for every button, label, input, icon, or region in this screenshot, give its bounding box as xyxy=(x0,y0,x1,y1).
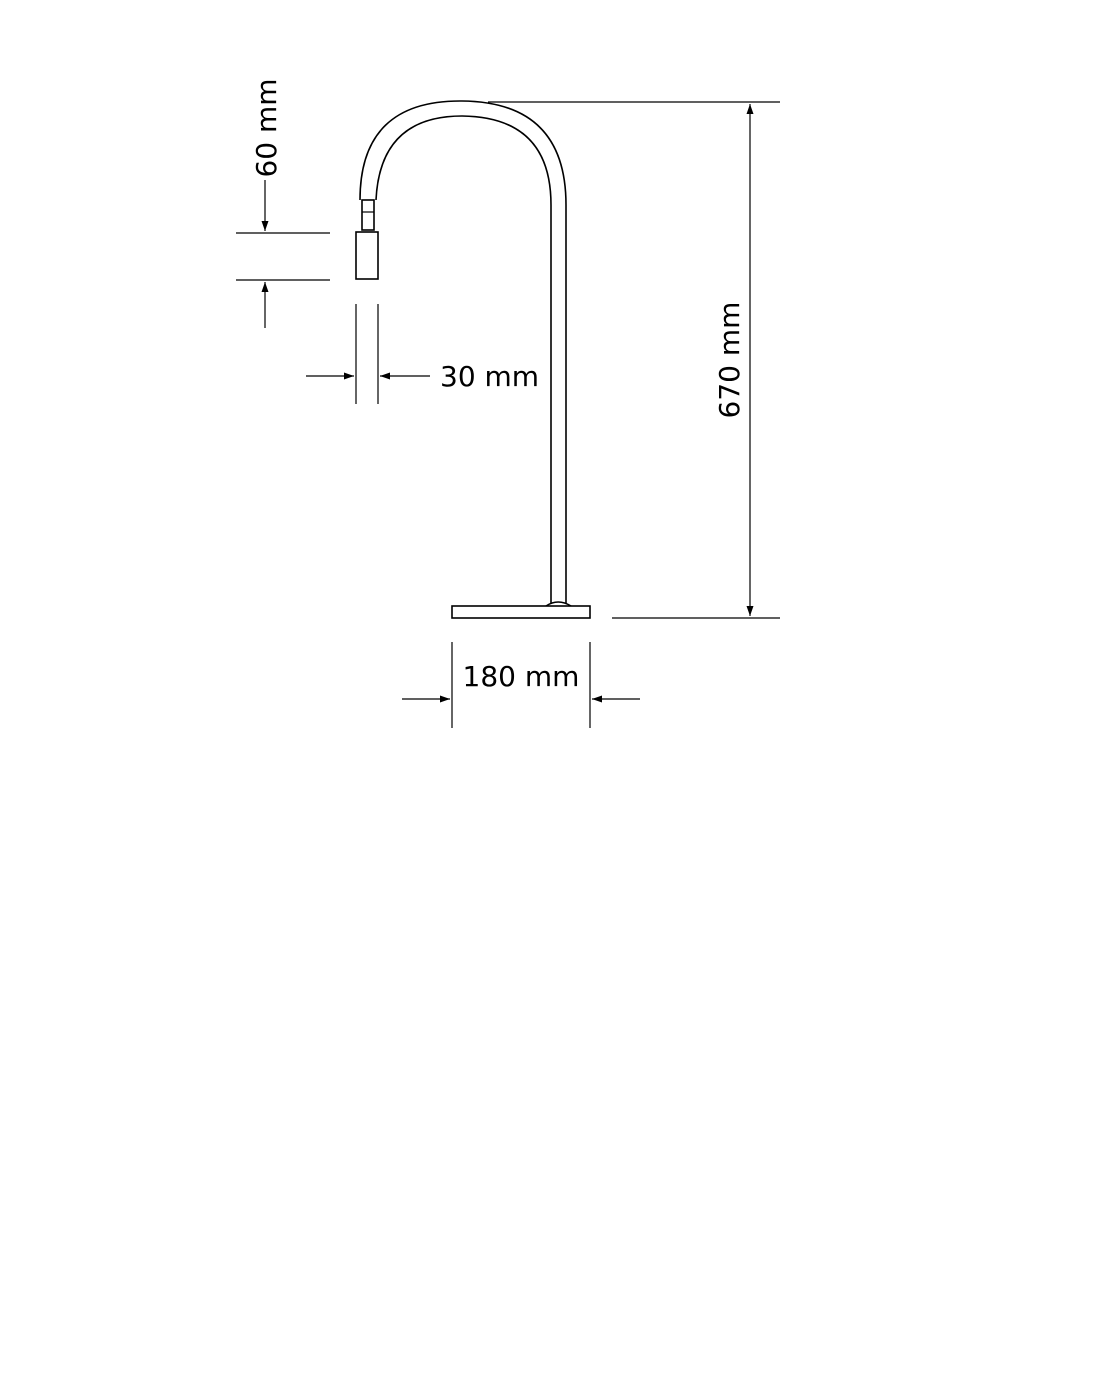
height-label: 670 mm xyxy=(713,302,746,419)
head-length-label: 60 mm xyxy=(250,78,283,177)
neck-joint xyxy=(361,199,375,231)
arm-outer-arc xyxy=(359,100,567,206)
lamp-outline xyxy=(355,100,591,619)
base-diameter-dimension: 180 mm xyxy=(402,642,640,728)
base-diameter-label: 180 mm xyxy=(463,660,580,693)
head-length-dimension: 60 mm xyxy=(236,78,330,328)
arm-inner-arc xyxy=(375,115,552,206)
base-plate xyxy=(451,605,591,619)
head-diameter-label: 30 mm xyxy=(440,360,539,393)
height-dimension: 670 mm xyxy=(488,101,780,619)
stem-foot xyxy=(545,601,572,607)
lamp-head xyxy=(355,231,379,280)
head-diameter-dimension: 30 mm xyxy=(306,304,539,404)
